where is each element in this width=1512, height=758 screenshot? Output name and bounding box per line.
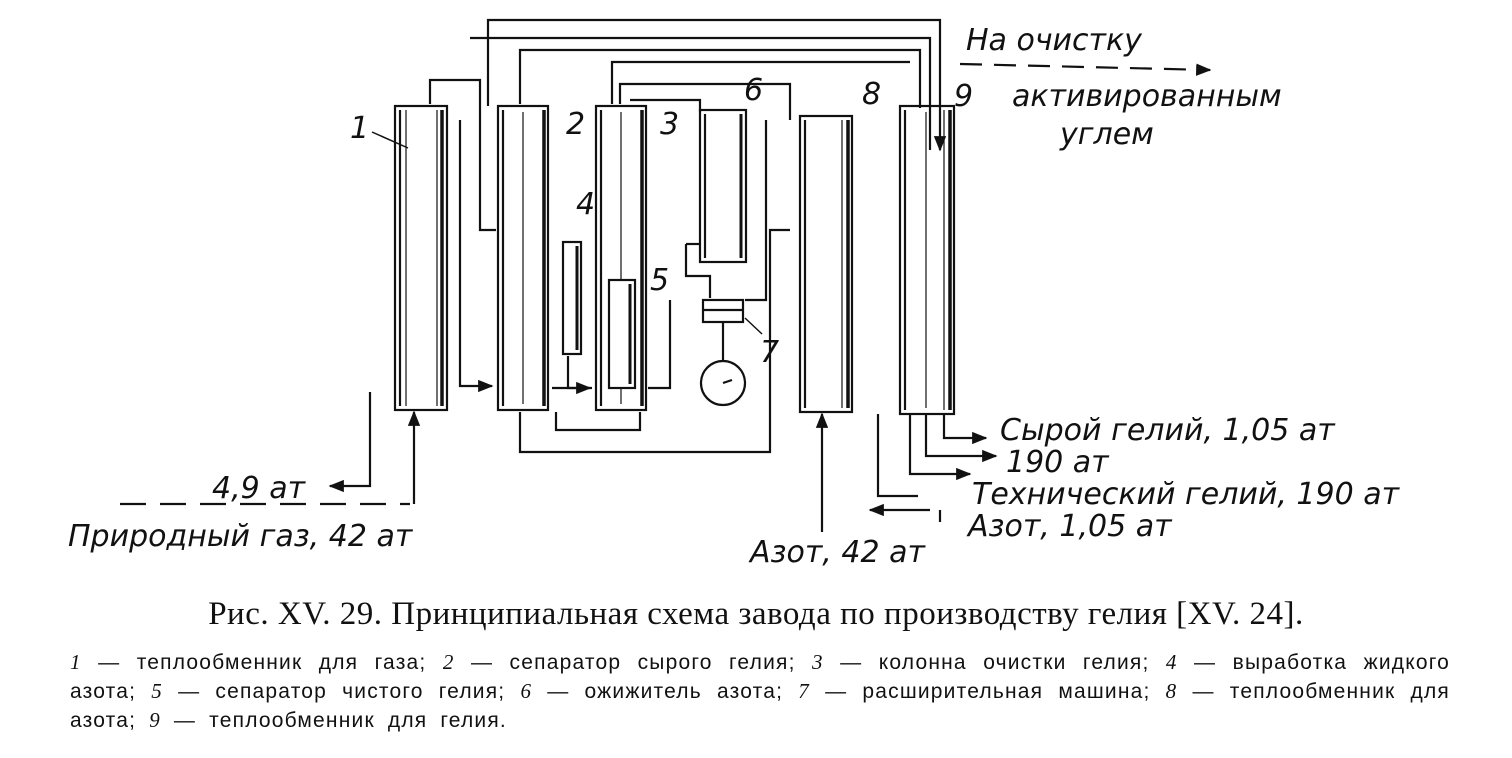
legend-number: 2 (442, 650, 455, 674)
unit-1-gas-heat-exchanger (393, 104, 449, 412)
unit-7-expansion-machine (699, 298, 747, 407)
legend-number: 1 (70, 650, 82, 674)
label-crude-helium: Сырой гелий, 1,05 ат (1000, 413, 1336, 448)
unit-1-number: 1 (350, 111, 369, 146)
legend-number: 9 (149, 708, 161, 732)
unit-5-pure-helium-separator (607, 278, 637, 390)
legend-text: — колонна очистки гелия; (823, 651, 1166, 674)
legend-number: 3 (812, 650, 824, 674)
unit-2-number: 2 (566, 107, 585, 142)
unit-8-number: 8 (862, 77, 881, 112)
legend-number: 8 (1165, 679, 1178, 703)
piping (120, 18, 1212, 532)
unit-6-nitrogen-liquefier (698, 108, 748, 264)
unit-4-number: 4 (576, 187, 595, 222)
label-cleanup-carbon-2: углем (1059, 117, 1154, 152)
unit-8-nitrogen-heat-exchanger (798, 114, 854, 414)
legend-number: 4 (1165, 650, 1178, 674)
label-nitrogen-high: Азот, 42 ат (748, 535, 926, 570)
legend-number: 6 (520, 679, 533, 703)
unit-7-number: 7 (760, 335, 779, 370)
legend-text: — ожижитель азота; (532, 680, 799, 703)
figure-legend: 1 — теплообменник для газа; 2 — сепарато… (70, 648, 1450, 735)
stream-labels: На очистку активированным углем Сырой ге… (68, 23, 1401, 570)
legend-text: — расширительная машина; (809, 680, 1166, 703)
unit-9-number: 9 (954, 79, 973, 114)
label-nitrogen-low: Азот, 1,05 ат (966, 509, 1173, 544)
unit-3-number: 3 (660, 107, 679, 142)
legend-text: — теплообменник для гелия. (160, 709, 507, 732)
label-cleanup-carbon-1: активированным (1012, 79, 1282, 114)
label-cleanup: На очистку (966, 23, 1143, 58)
legend-number: 7 (798, 679, 810, 703)
legend-number: 5 (151, 679, 163, 703)
helium-plant-diagram: 1 2 3 4 5 6 7 8 9 На очистку активирован… (68, 18, 1401, 570)
unit-5-number: 5 (650, 263, 669, 298)
unit-4-liquid-nitrogen (561, 240, 583, 356)
label-technical-helium: Технический гелий, 190 ат (972, 477, 1401, 512)
label-natural-gas: Природный газ, 42 ат (68, 519, 414, 554)
label-190: 190 ат (1006, 445, 1110, 480)
unit-6-number: 6 (744, 73, 763, 108)
legend-text: — теплообменник для азота; (70, 680, 1451, 732)
legend-text: — сепаратор чистого гелия; (162, 680, 521, 703)
unit-numbers: 1 2 3 4 5 6 7 8 9 (350, 73, 973, 370)
legend-text: — сепаратор сырого гелия; (454, 651, 813, 674)
unit-9-helium-heat-exchanger (898, 104, 956, 416)
unit-2-crude-helium-separator (496, 104, 550, 412)
label-gas-pressure: 4,9 ат (212, 471, 307, 506)
legend-text: — теплообменник для газа; (81, 651, 443, 674)
figure-caption-title: Рис. XV. 29. Принципиальная схема завода… (208, 596, 1304, 632)
legend-text: — выработка жидкого азота; (70, 651, 1451, 703)
